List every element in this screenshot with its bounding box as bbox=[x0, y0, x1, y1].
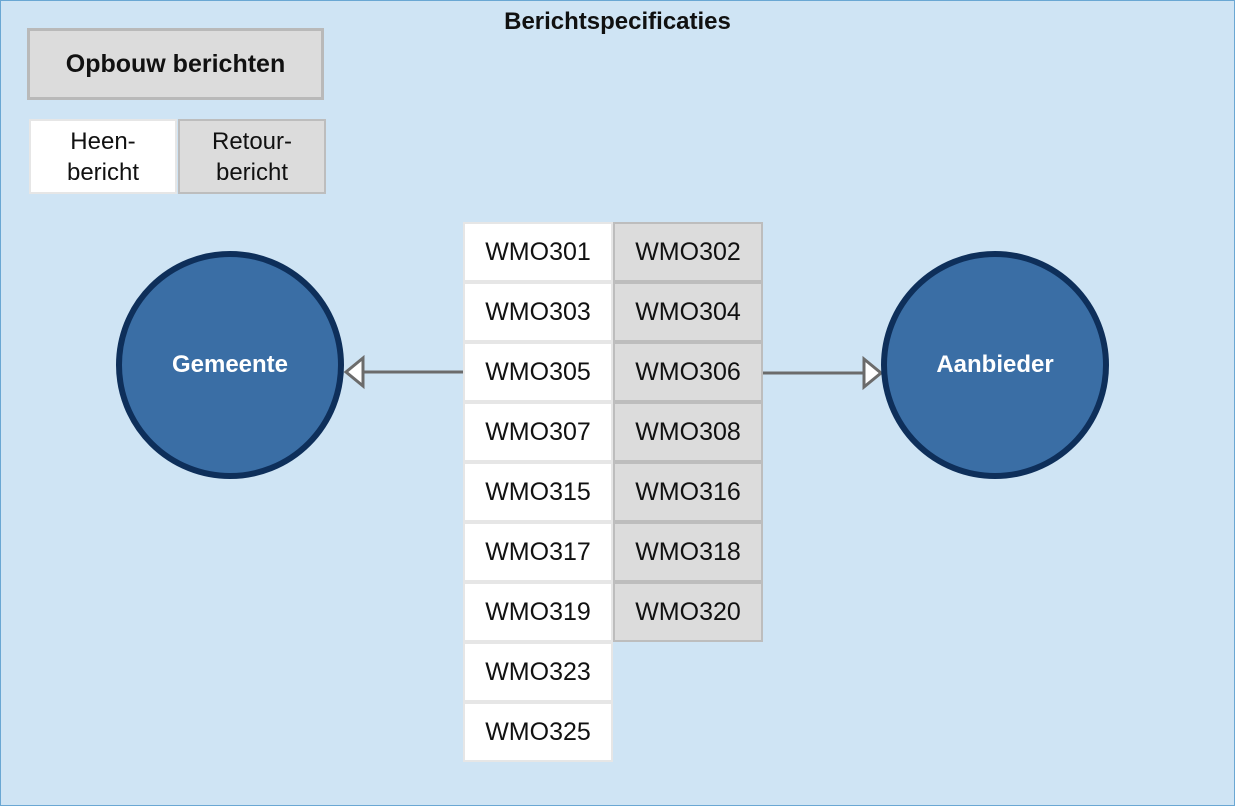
legend-retourbericht[interactable]: Retour- bericht bbox=[178, 119, 326, 194]
heenbericht-wmo323[interactable]: WMO323 bbox=[463, 642, 613, 702]
heenbericht-wmo303[interactable]: WMO303 bbox=[463, 282, 613, 342]
retourbericht-wmo318[interactable]: WMO318 bbox=[613, 522, 763, 582]
legend-heenbericht-label: Heen- bericht bbox=[66, 127, 140, 186]
actor-gemeente-label: Gemeente bbox=[171, 351, 289, 378]
retourbericht-wmo306[interactable]: WMO306 bbox=[613, 342, 763, 402]
retourbericht-wmo320[interactable]: WMO320 bbox=[613, 582, 763, 642]
actor-aanbieder[interactable]: Aanbieder bbox=[881, 251, 1109, 479]
legend-heenbericht[interactable]: Heen- bericht bbox=[29, 119, 177, 194]
heenbericht-wmo307[interactable]: WMO307 bbox=[463, 402, 613, 462]
retourbericht-wmo302[interactable]: WMO302 bbox=[613, 222, 763, 282]
retourbericht-wmo316[interactable]: WMO316 bbox=[613, 462, 763, 522]
heenbericht-wmo315[interactable]: WMO315 bbox=[463, 462, 613, 522]
arrowhead-aanbieder bbox=[862, 355, 884, 391]
arrowhead-gemeente bbox=[343, 354, 365, 390]
actor-gemeente[interactable]: Gemeente bbox=[116, 251, 344, 479]
legend-retourbericht-label: Retour- bericht bbox=[211, 127, 293, 186]
heenbericht-wmo319[interactable]: WMO319 bbox=[463, 582, 613, 642]
heenbericht-wmo317[interactable]: WMO317 bbox=[463, 522, 613, 582]
page-title: Berichtspecificaties bbox=[504, 8, 731, 35]
heenbericht-wmo301[interactable]: WMO301 bbox=[463, 222, 613, 282]
opbouw-berichten-button[interactable]: Opbouw berichten bbox=[27, 28, 324, 100]
actor-aanbieder-label: Aanbieder bbox=[936, 351, 1054, 378]
heenbericht-wmo305[interactable]: WMO305 bbox=[463, 342, 613, 402]
heenbericht-wmo325[interactable]: WMO325 bbox=[463, 702, 613, 762]
retourbericht-wmo308[interactable]: WMO308 bbox=[613, 402, 763, 462]
retourbericht-wmo304[interactable]: WMO304 bbox=[613, 282, 763, 342]
